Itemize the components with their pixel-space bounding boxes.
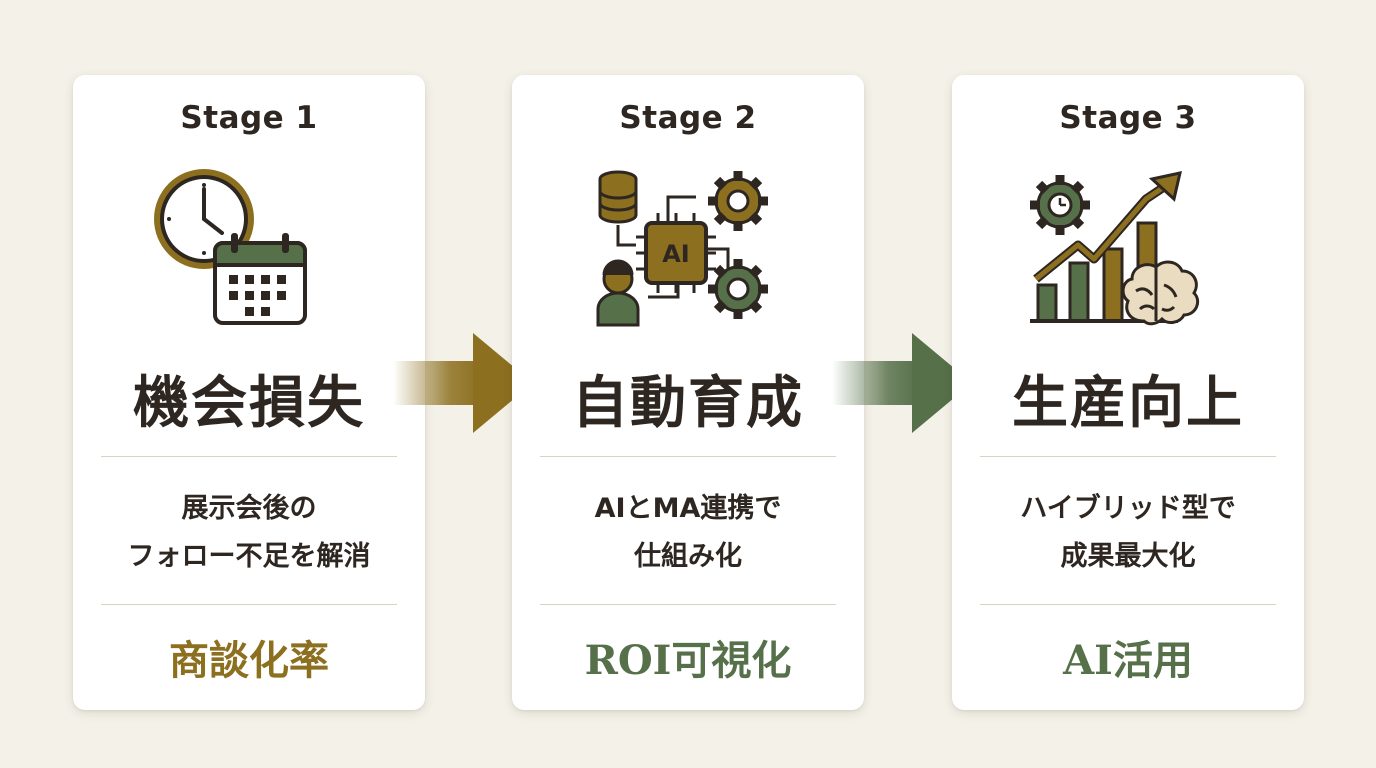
stage-card-2: Stage 2 bbox=[512, 75, 864, 710]
divider bbox=[980, 456, 1276, 457]
stage-keyword: ROI可視化 bbox=[584, 637, 792, 684]
description-line: AIとMA連携で bbox=[594, 493, 782, 524]
stage-label: Stage 2 bbox=[619, 100, 757, 136]
divider bbox=[980, 604, 1276, 605]
stage-label: Stage 3 bbox=[1059, 100, 1197, 136]
description-line: 成果最大化 bbox=[1060, 541, 1196, 572]
description-line: ハイブリッド型で bbox=[1020, 493, 1236, 524]
divider bbox=[101, 604, 397, 605]
description-line: 仕組み化 bbox=[634, 541, 742, 572]
divider bbox=[101, 456, 397, 457]
clock-calendar-icon bbox=[149, 167, 349, 332]
divider bbox=[540, 604, 836, 605]
stage-headline: 生産向上 bbox=[1012, 370, 1244, 436]
stage-label: Stage 1 bbox=[180, 100, 318, 136]
growth-chart-brain-icon bbox=[1028, 167, 1228, 332]
stage-card-1: Stage 1 bbox=[73, 75, 425, 710]
stage-card-3: Stage 3 bbox=[952, 75, 1304, 710]
stage-keyword: 商談化率 bbox=[169, 637, 329, 684]
arrow-right-icon bbox=[832, 333, 972, 433]
description-line: フォロー不足を解消 bbox=[127, 541, 371, 572]
stage-keyword: AI活用 bbox=[1063, 637, 1193, 684]
stage-description: AIとMA連携で 仕組み化 bbox=[512, 485, 864, 581]
stage-description: 展示会後の フォロー不足を解消 bbox=[73, 485, 425, 581]
description-line: 展示会後の bbox=[181, 493, 317, 524]
stage-headline: 自動育成 bbox=[572, 370, 804, 436]
arrow-right-icon bbox=[393, 333, 533, 433]
stage-headline: 機会損失 bbox=[133, 370, 365, 436]
ai-automation-network-icon: AI bbox=[588, 167, 788, 332]
divider bbox=[540, 456, 836, 457]
stage-description: ハイブリッド型で 成果最大化 bbox=[952, 485, 1304, 581]
chip-label: AI bbox=[662, 240, 690, 268]
